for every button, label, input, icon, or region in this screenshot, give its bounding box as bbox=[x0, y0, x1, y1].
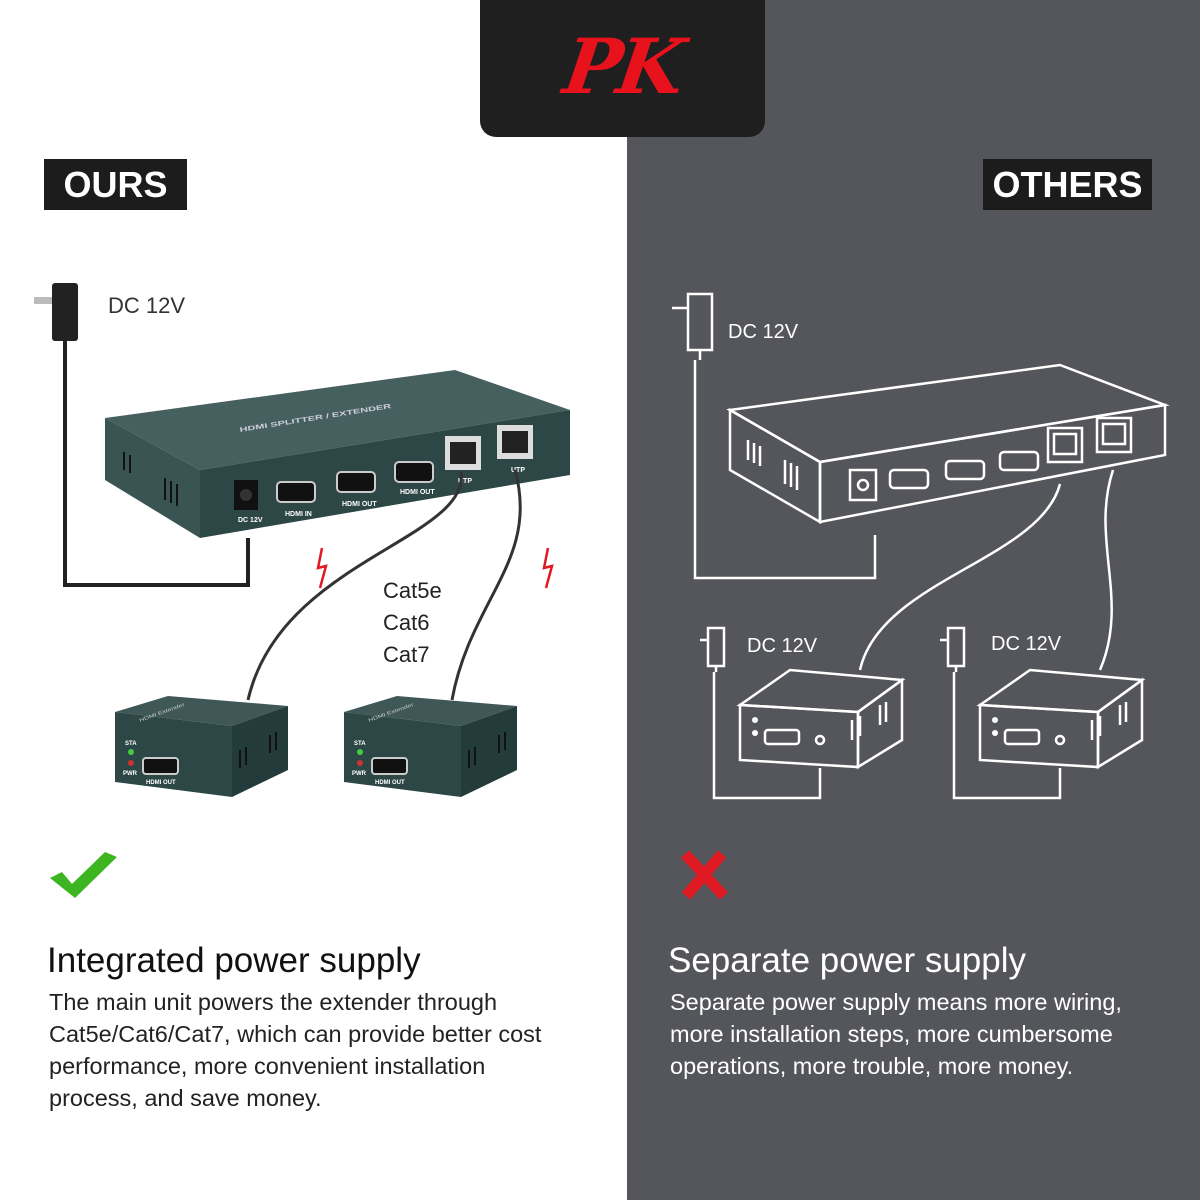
lightning-icon bbox=[316, 547, 328, 589]
svg-text:HDMI OUT: HDMI OUT bbox=[400, 489, 435, 496]
svg-text:Cat7: Cat7 bbox=[383, 642, 429, 667]
ours-badge: OURS bbox=[44, 159, 187, 210]
cross-icon bbox=[680, 850, 729, 900]
main-unit-device: HDMI SPLITTER / EXTENDER DC 12V HDMI IN … bbox=[105, 370, 570, 538]
others-dc-label: DC 12V bbox=[747, 635, 818, 657]
svg-text:HDMI OUT: HDMI OUT bbox=[342, 501, 377, 508]
svg-text:PWR: PWR bbox=[123, 771, 138, 777]
svg-text:Cat5e: Cat5e bbox=[383, 578, 442, 603]
receiver-device: HDMI Extender STA PWR HDMI OUT bbox=[344, 696, 517, 797]
others-receiver-outline bbox=[940, 626, 1146, 800]
svg-text:UTP: UTP bbox=[458, 478, 472, 485]
receiver-device: HDMI Extender STA PWR HDMI OUT bbox=[115, 696, 288, 797]
svg-text:HDMI OUT: HDMI OUT bbox=[375, 780, 405, 786]
svg-text:PWR: PWR bbox=[352, 771, 367, 777]
check-icon bbox=[50, 852, 117, 898]
others-main-unit-outline bbox=[672, 292, 1170, 671]
others-description: Separate power supply means more wiring,… bbox=[670, 989, 1122, 1079]
cable-types-list: Cat5e Cat6 Cat7 bbox=[383, 578, 442, 667]
others-badge: OTHERS bbox=[983, 159, 1152, 210]
svg-text:STA: STA bbox=[125, 741, 137, 747]
others-dc-label: DC 12V bbox=[728, 321, 799, 343]
svg-text:HDMI IN: HDMI IN bbox=[285, 511, 312, 518]
power-adapter-icon bbox=[34, 283, 250, 587]
ours-description: The main unit powers the extender throug… bbox=[49, 989, 542, 1111]
others-dc-label: DC 12V bbox=[991, 633, 1062, 655]
lightning-icon bbox=[542, 547, 554, 589]
cat-cable bbox=[450, 469, 522, 701]
ours-title: Integrated power supply bbox=[47, 941, 421, 980]
svg-text:DC 12V: DC 12V bbox=[238, 517, 263, 524]
svg-text:STA: STA bbox=[354, 741, 366, 747]
svg-text:HDMI OUT: HDMI OUT bbox=[146, 780, 176, 786]
svg-text:UTP: UTP bbox=[511, 467, 525, 474]
svg-text:Cat6: Cat6 bbox=[383, 610, 429, 635]
pk-header-tab: PK bbox=[480, 0, 765, 137]
others-title: Separate power supply bbox=[668, 941, 1026, 980]
cat-cable bbox=[246, 471, 463, 701]
others-receiver-outline bbox=[700, 626, 906, 800]
ours-dc-label: DC 12V bbox=[108, 293, 185, 318]
